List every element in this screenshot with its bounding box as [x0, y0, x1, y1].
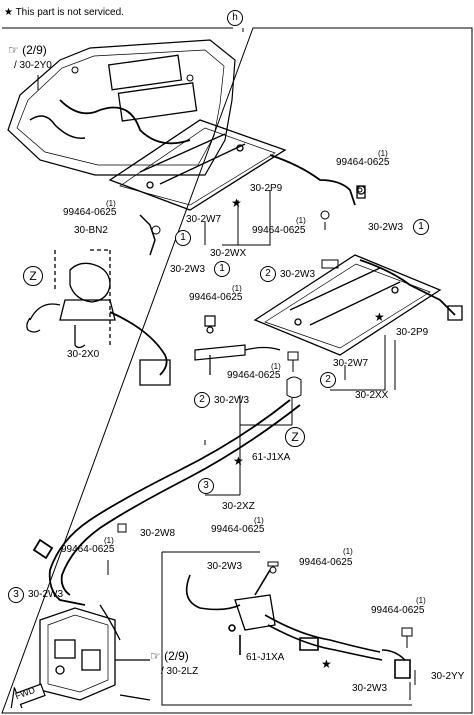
callout-2: 2 [260, 266, 276, 282]
callout-3: 3 [8, 587, 24, 603]
part-30-2YY[interactable]: 30-2YY [431, 671, 465, 682]
note-text: This part is not serviced. [15, 7, 124, 18]
pointing-hand-icon: ☞ [150, 649, 161, 663]
view-marker-z: Z [285, 427, 305, 447]
callout-2: 2 [320, 372, 336, 388]
callout-2: 2 [194, 392, 210, 408]
star-marker: ★ [321, 657, 332, 671]
star-symbol: ★ [4, 7, 13, 18]
qty-label: (1) [104, 536, 114, 545]
part-30-2W3[interactable]: 30-2W3 [28, 589, 64, 600]
part-99464-0625[interactable]: 99464-0625 [227, 370, 281, 381]
qty-label: (1) [106, 199, 116, 208]
section-letter-h: h [227, 10, 243, 26]
qty-label: (1) [343, 547, 353, 556]
part-30-2P9[interactable]: 30-2P9 [396, 327, 429, 338]
callout-1: 1 [175, 230, 191, 246]
part-30-2P9[interactable]: 30-2P9 [250, 183, 283, 194]
part-30-2W7[interactable]: 30-2W7 [333, 358, 369, 369]
part-61-J1XA[interactable]: 61-J1XA [252, 452, 291, 463]
callout-1: 1 [214, 261, 230, 277]
upper-bracket-art [108, 119, 366, 211]
part-30-2WX[interactable]: 30-2WX [210, 248, 247, 259]
part-30-2W3[interactable]: 30-2W3 [352, 683, 388, 694]
pcu-box-art [39, 604, 151, 701]
qty-label: (1) [416, 596, 426, 605]
part-99464-0625[interactable]: 99464-0625 [299, 557, 353, 568]
part-30-2W3[interactable]: 30-2W3 [207, 561, 243, 572]
part-99464-0625[interactable]: 99464-0625 [252, 225, 306, 236]
fwd-arrow-icon [9, 683, 46, 708]
ref-bottom-link[interactable]: ☞ (2/9) [150, 649, 189, 663]
header-note: ★ This part is not serviced. [4, 7, 124, 18]
part-30-2XX[interactable]: 30-2XX [355, 390, 389, 401]
part-99464-0625[interactable]: 99464-0625 [371, 605, 425, 616]
lower-bracket-art [253, 254, 463, 356]
part-30-2XZ[interactable]: 30-2XZ [222, 501, 255, 512]
part-30-BN2[interactable]: 30-BN2 [74, 225, 108, 236]
part-30-2W8[interactable]: 30-2W8 [140, 528, 176, 539]
part-30-2W3[interactable]: 30-2W3 [214, 395, 250, 406]
part-99464-0625[interactable]: 99464-0625 [61, 544, 115, 555]
qty-label: (1) [296, 216, 306, 225]
callout-3: 3 [198, 478, 214, 494]
qty-label: (1) [254, 516, 264, 525]
view-marker-z: Z [23, 266, 43, 286]
lower-bolt-art [401, 627, 413, 648]
ref-top-link[interactable]: ☞ (2/9) [8, 43, 47, 57]
star-marker: ★ [231, 196, 242, 210]
part-30-2X0[interactable]: 30-2X0 [67, 349, 100, 360]
part-30-2W7[interactable]: 30-2W7 [186, 214, 222, 225]
part-99464-0625[interactable]: 99464-0625 [189, 292, 243, 303]
lower-hose-art [185, 569, 411, 679]
star-marker: ★ [374, 310, 385, 324]
qty-label: (1) [378, 149, 388, 158]
part-61-J1XA[interactable]: 61-J1XA [246, 652, 285, 663]
qty-label: (1) [232, 284, 242, 293]
part-99464-0625[interactable]: 99464-0625 [336, 157, 390, 168]
ref-top-code[interactable]: / 30-2Y0 [14, 60, 52, 71]
part-99464-0625[interactable]: 99464-0625 [211, 524, 265, 535]
part-30-2W3[interactable]: 30-2W3 [170, 264, 206, 275]
valve-assembly-art [26, 249, 171, 386]
center-bolt-art [286, 351, 302, 398]
ref-bottom-code[interactable]: / 30-2LZ [161, 666, 199, 677]
mid-bracket-art [194, 315, 281, 375]
callout-1: 1 [413, 219, 429, 235]
pointing-hand-icon: ☞ [8, 43, 19, 57]
detail-box-art [161, 551, 412, 706]
part-30-2W3[interactable]: 30-2W3 [368, 222, 404, 233]
long-hose-art [32, 399, 301, 606]
star-marker: ★ [233, 454, 244, 468]
part-30-2W3[interactable]: 30-2W3 [280, 269, 316, 280]
qty-label: (1) [271, 362, 281, 371]
part-99464-0625[interactable]: 99464-0625 [63, 207, 117, 218]
battery-tray-art [7, 39, 236, 176]
